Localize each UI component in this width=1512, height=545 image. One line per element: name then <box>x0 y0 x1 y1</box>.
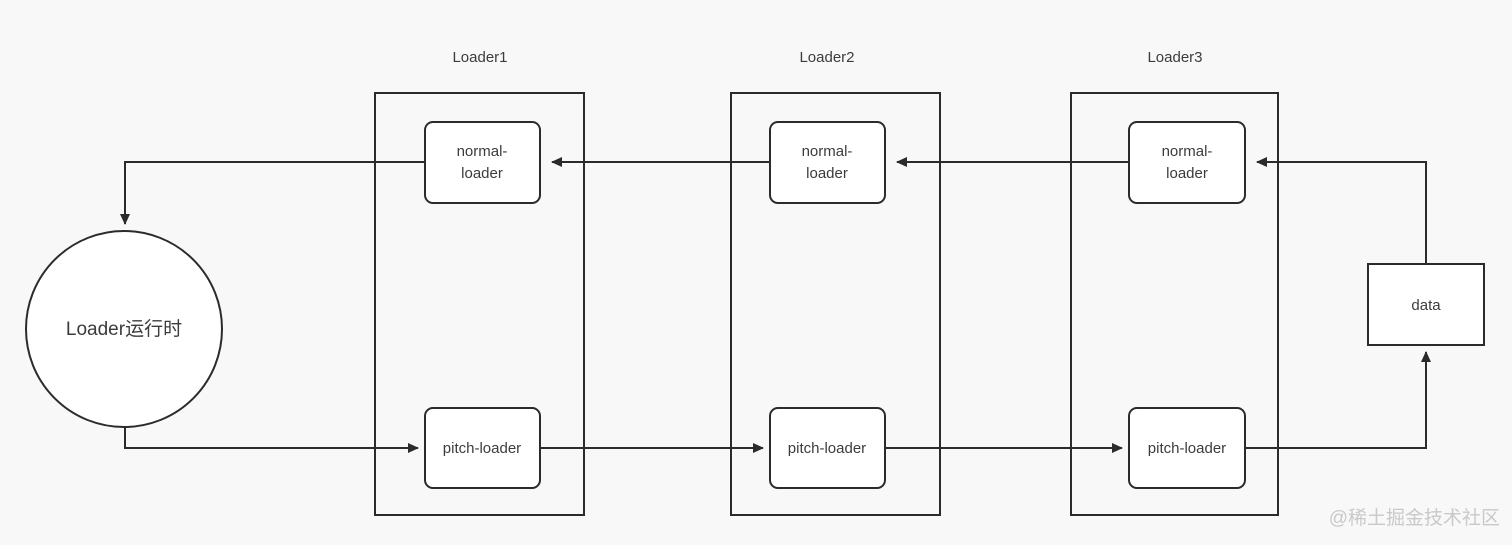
node-loader2-pitch-loader-label: pitch-loader <box>788 440 866 457</box>
node-loader2-normal-loader-label-line2: loader <box>806 165 848 182</box>
node-loader1-pitch-loader[interactable] <box>424 407 541 489</box>
node-loader2-pitch-loader[interactable] <box>769 407 886 489</box>
node-loader1-pitch-loader-label: pitch-loader <box>443 440 521 457</box>
node-loader2-normal-loader-label-line1: normal- <box>802 143 853 160</box>
group-container-loader2[interactable] <box>730 92 941 516</box>
edge-runtime-to-loader1pitch <box>124 427 419 453</box>
group-label-loader3: Loader3 <box>1147 49 1202 66</box>
node-loader3-pitch-loader-label: pitch-loader <box>1148 440 1226 457</box>
node-loader3-normal-loader-label-line2: loader <box>1166 165 1208 182</box>
edge-loader1normal-to-runtime <box>120 161 425 225</box>
node-data-label: data <box>1411 297 1441 314</box>
edge-loader3pitch-to-data <box>1245 351 1431 449</box>
node-runtime-circle[interactable] <box>25 230 223 428</box>
group-container-loader3[interactable] <box>1070 92 1279 516</box>
node-loader1-normal-loader-label-line1: normal- <box>457 143 508 160</box>
node-loader3-normal-loader[interactable] <box>1128 121 1246 204</box>
node-loader1-normal-loader-label-line2: loader <box>461 165 503 182</box>
node-loader2-normal-loader[interactable] <box>769 121 886 204</box>
node-loader3-pitch-loader[interactable] <box>1128 407 1246 489</box>
node-loader3-normal-loader-label-line1: normal- <box>1162 143 1213 160</box>
group-label-loader2: Loader2 <box>799 49 854 66</box>
edge-data-to-loader3normal <box>1256 157 1427 264</box>
node-data-box[interactable] <box>1367 263 1485 346</box>
group-container-loader1[interactable] <box>374 92 585 516</box>
node-loader1-normal-loader[interactable] <box>424 121 541 204</box>
watermark-label: @稀土掘金技术社区 <box>1329 507 1500 529</box>
node-runtime-label: Loader运行时 <box>66 318 182 340</box>
group-label-loader1: Loader1 <box>452 49 507 66</box>
